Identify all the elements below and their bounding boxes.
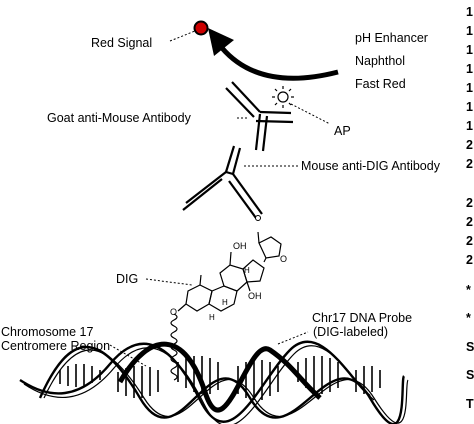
h-label-1: H [244,266,250,275]
chr17-probe-label-line2: (DIG-labeled) [313,325,389,339]
edge-fragment: 2 [466,157,473,171]
edge-fragment: 2 [466,196,473,210]
ap-leader [290,103,331,125]
fast-red-label: Fast Red [355,77,406,91]
edge-fragment: 1 [466,5,473,19]
h-label-3: H [209,313,215,322]
edge-fragment: T [466,397,474,411]
mouse-antibody-shape [182,145,263,219]
reaction-arrow [220,46,339,81]
o-label-lactone: O [280,254,288,264]
h-label-2: H [222,298,228,307]
probe-leader [277,331,309,345]
edge-fragment: 1 [466,62,473,76]
goat-antibody-label: Goat anti-Mouse Antibody [47,111,191,125]
chr17-probe-label-line1: Chr17 DNA Probe [312,311,413,325]
oh-label-bottom: OH [248,291,262,301]
edge-fragment: S [466,368,474,382]
oh-label-top: OH [233,241,247,251]
edge-fragment: S [466,340,474,354]
edge-fragment: 1 [466,81,473,95]
edge-fragment: 2 [466,215,473,229]
edge-fragment: 1 [466,24,473,38]
dig-attachment-point [255,215,261,221]
dna-helix [19,340,409,424]
edge-fragment: * [466,311,471,325]
edge-fragment: 2 [466,234,473,248]
dig-leader [145,278,193,286]
red-signal-leader [169,30,196,42]
mouse-antibody-label: Mouse anti-DIG Antibody [301,159,440,173]
centromere-label-line2: Centromere Region [1,339,111,353]
dig-molecule [177,231,282,312]
dna-probe-strand [117,341,322,413]
red-signal-dot [193,20,209,36]
centromere-label-line1: Chromosome 17 [1,325,94,339]
reaction-arrowhead [208,28,234,56]
edge-fragment: 1 [466,43,473,57]
ph-enhancer-label: pH Enhancer [355,31,428,45]
ap-enzyme-icon [272,86,294,108]
edge-fragment: 2 [466,253,473,267]
red-signal-label: Red Signal [91,36,153,50]
o-label-ring: O [170,307,178,317]
edge-fragment: * [466,283,471,297]
centromere-leader [109,344,147,367]
dig-label: DIG [116,272,139,286]
goat-antibody-shape [225,81,294,152]
ap-label: AP [334,124,351,138]
edge-fragment: 1 [466,119,473,133]
naphthol-label: Naphthol [355,54,406,68]
edge-fragment: 1 [466,100,473,114]
edge-fragment: 2 [466,138,473,152]
